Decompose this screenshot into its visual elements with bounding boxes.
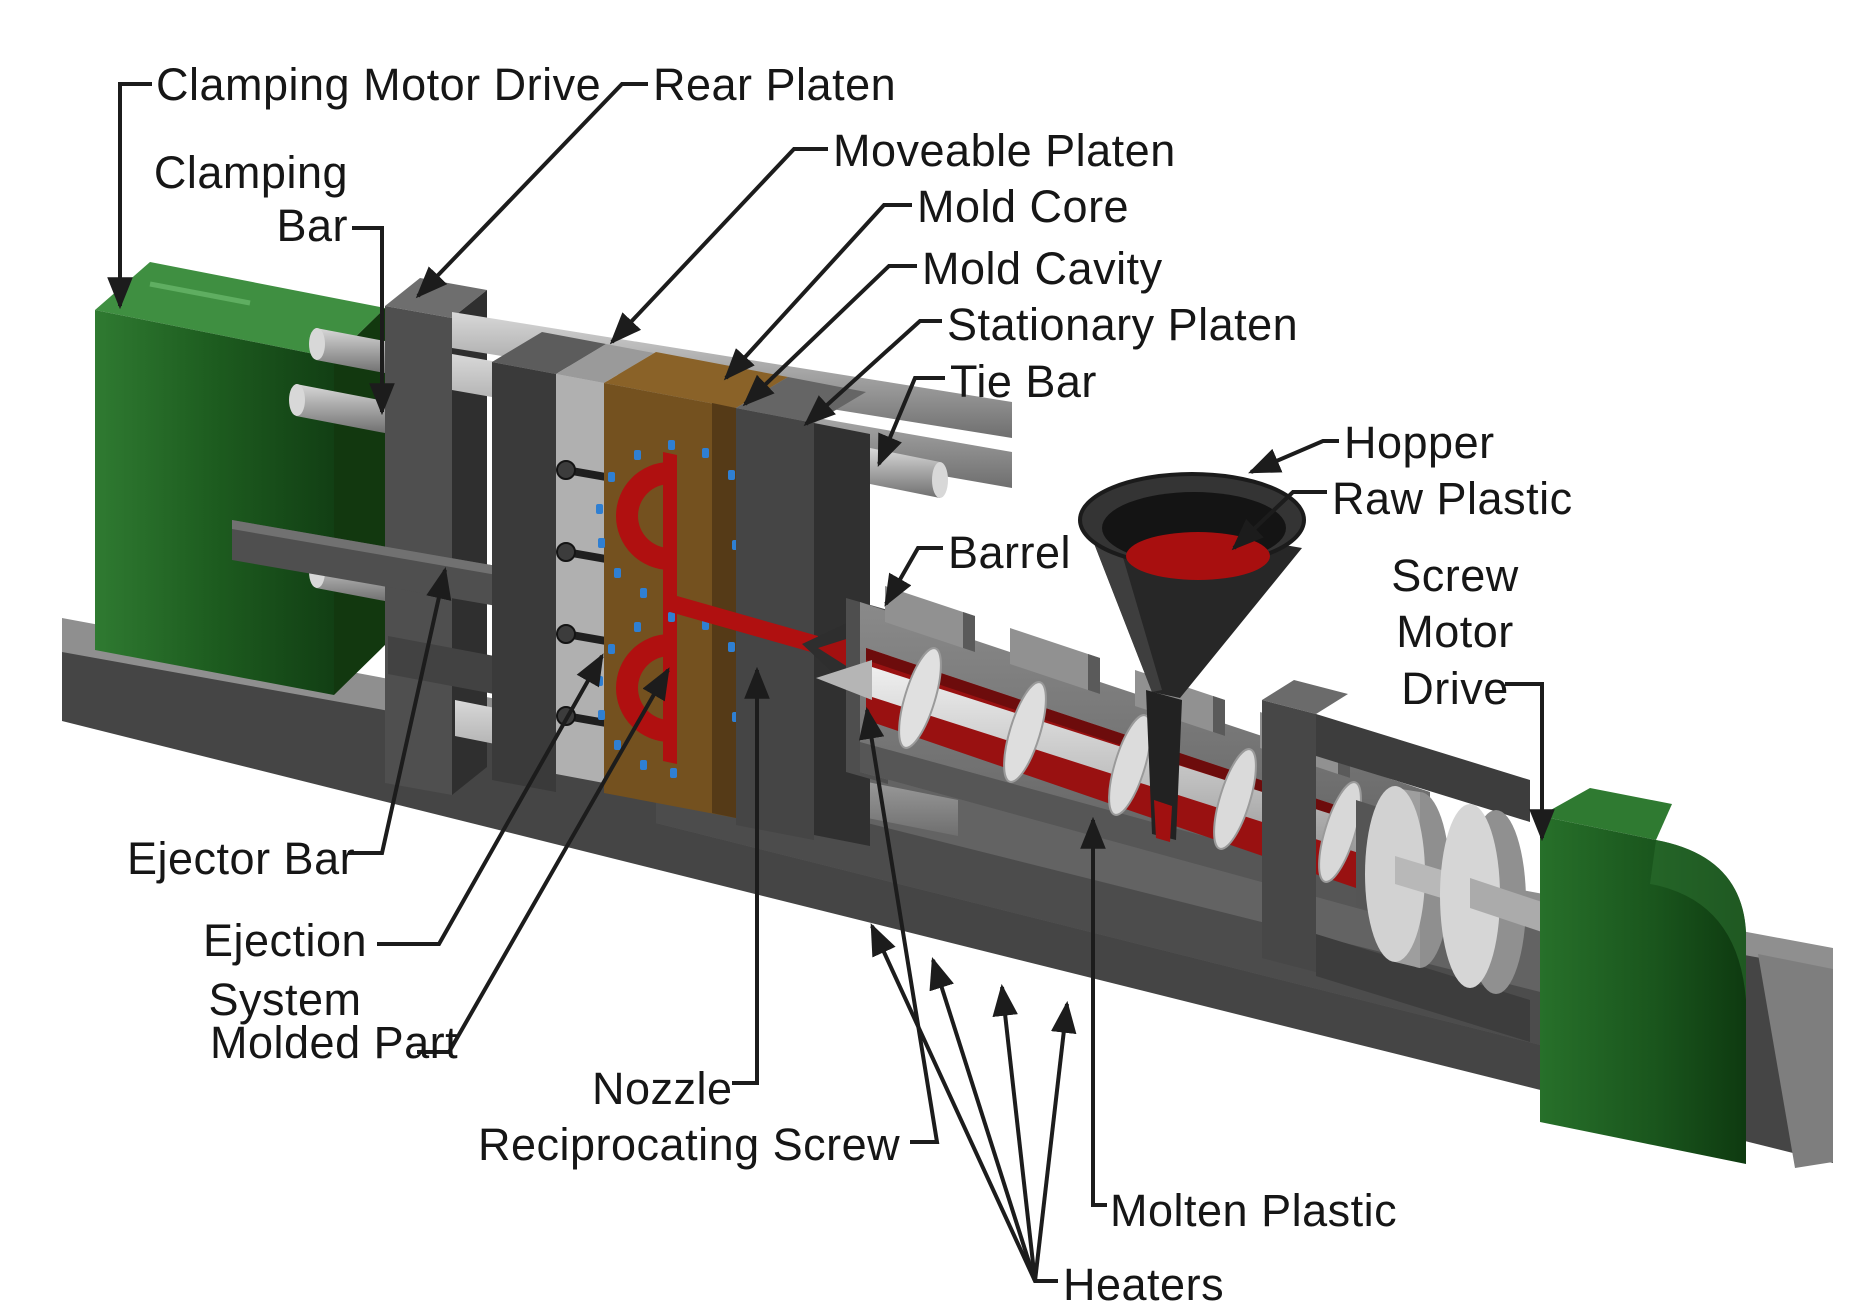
- label-ejector-bar: Ejector Bar: [127, 833, 356, 884]
- label-raw-plastic: Raw Plastic: [1332, 473, 1573, 524]
- sprue-channel: [670, 594, 818, 654]
- screw-drive-coupling: [1262, 680, 1560, 1042]
- screw-motor-drive-block: [1540, 788, 1746, 1164]
- label-hopper: Hopper: [1344, 417, 1495, 468]
- label-mold-cavity: Mold Cavity: [922, 243, 1163, 294]
- label-screw-motor-drive: Screw Motor Drive: [1391, 550, 1519, 714]
- label-barrel: Barrel: [948, 527, 1072, 578]
- leader-lines: [107, 82, 1555, 1283]
- label-tie-bar: Tie Bar: [950, 356, 1097, 407]
- label-moveable-platen: Moveable Platen: [833, 125, 1176, 176]
- label-heaters: Heaters: [1063, 1259, 1225, 1304]
- label-clamping-motor-drive: Clamping Motor Drive: [156, 59, 602, 110]
- raw-plastic-surface: [1126, 532, 1270, 580]
- label-mold-core: Mold Core: [917, 181, 1130, 232]
- label-clamping-bar: Clamping Bar: [153, 147, 348, 252]
- reciprocating-screw-shape: [816, 647, 1512, 902]
- label-reciprocating-screw: Reciprocating Screw: [478, 1119, 901, 1170]
- label-molded-part: Molded Part: [210, 1017, 459, 1068]
- label-ejection-system: Ejection System: [202, 915, 368, 1025]
- label-rear-platen: Rear Platen: [653, 59, 897, 110]
- label-molten-plastic: Molten Plastic: [1110, 1185, 1398, 1236]
- clamping-motor-drive-block: [95, 262, 385, 695]
- label-nozzle: Nozzle: [592, 1063, 733, 1114]
- label-stationary-platen: Stationary Platen: [947, 299, 1299, 350]
